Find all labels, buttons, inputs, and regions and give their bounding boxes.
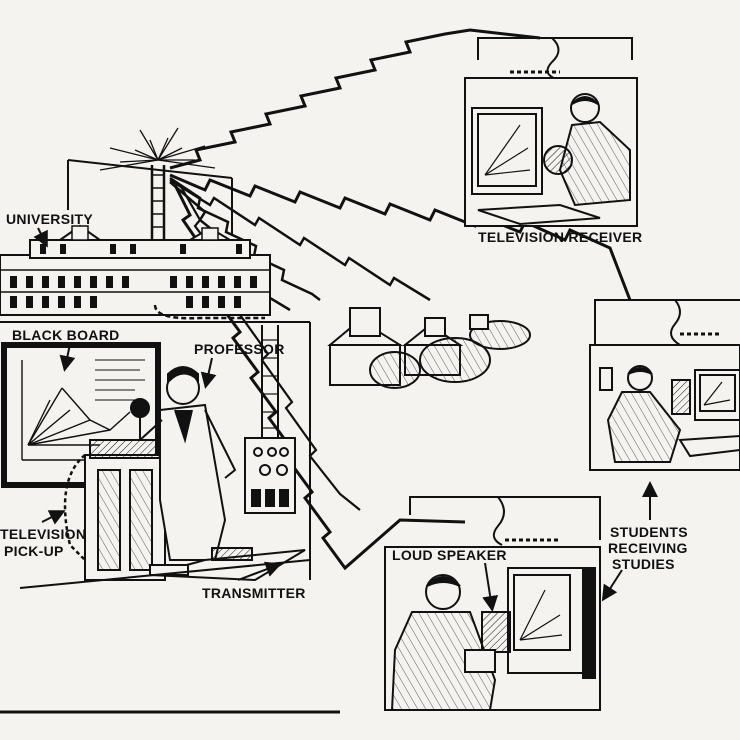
- labels: UNIVERSITY BLACK BOARD PROFESSOR TELEVIS…: [0, 211, 688, 601]
- wave-middle-1: [169, 176, 321, 301]
- label-arrows: [33, 227, 658, 612]
- transmitter-cabinet: [244, 325, 296, 514]
- label-students-3: STUDIES: [612, 556, 675, 572]
- label-pickup-2: PICK-UP: [4, 543, 64, 559]
- label-loud-speaker: LOUD SPEAKER: [392, 547, 507, 563]
- wave-to-receiver-top: [169, 28, 541, 170]
- label-university: UNIVERSITY: [6, 211, 93, 227]
- label-transmitter: TRANSMITTER: [202, 585, 306, 601]
- label-students-2: RECEIVING: [608, 540, 688, 556]
- receiver-bottom-scene: [384, 496, 601, 711]
- professor-figure: [139, 366, 237, 561]
- university-building: [0, 224, 271, 320]
- classroom-scene: [0, 321, 311, 589]
- label-pickup-1: TELEVISION: [0, 526, 86, 542]
- loud-speaker: [481, 611, 511, 653]
- village-houses: [327, 307, 531, 389]
- label-professor: PROFESSOR: [194, 341, 285, 357]
- antenna-sparks: [99, 127, 216, 171]
- building-windows: [10, 244, 257, 308]
- antenna-tower: [67, 127, 233, 300]
- receiver-right-scene: [589, 299, 740, 471]
- wave-to-receiver-right: [169, 173, 632, 301]
- wave-middle-2: [169, 178, 431, 302]
- label-students-1: STUDENTS: [610, 524, 688, 540]
- label-tv-receiver: TELEVISION RECEIVER: [478, 229, 642, 245]
- receiver-top-scene: [464, 37, 638, 227]
- label-blackboard: BLACK BOARD: [12, 327, 120, 343]
